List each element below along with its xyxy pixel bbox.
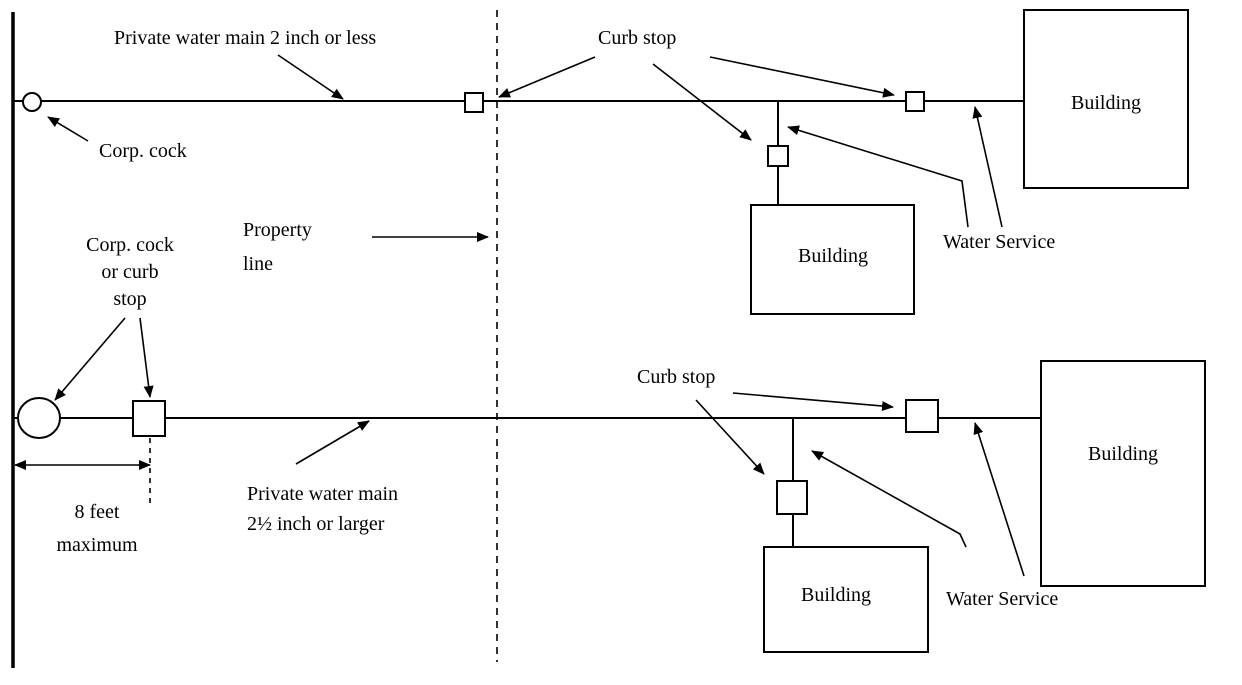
- label-curb-stop-top: Curb stop: [598, 27, 676, 49]
- label-private-main-small: Private water main 2 inch or less: [114, 27, 376, 49]
- arrow-water-service-branch-bottom: [811, 450, 967, 548]
- arrow-water-service-branch-top: [787, 125, 969, 228]
- label-corp-cock-top: Corp. cock: [99, 140, 187, 162]
- arrow-private-main-large: [295, 420, 370, 465]
- arrow-water-service-right-top: [972, 106, 1003, 228]
- label-water-service-bottom: Water Service: [946, 588, 1058, 610]
- arrow-corp-cock-large: [54, 317, 126, 401]
- label-building-top-right: Building: [1071, 92, 1141, 114]
- curb-stop-right-bottom: [905, 399, 939, 433]
- arrow-private-main-small: [277, 54, 344, 100]
- label-property-line-2: line: [243, 253, 273, 275]
- label-corp-cock-or-curb-2: or curb: [101, 261, 158, 283]
- corp-cock-large: [17, 397, 61, 439]
- arrow-curb-stop-branch-top: [652, 63, 752, 141]
- arrow-curb-stop-main-large: [139, 317, 154, 398]
- label-private-main-large-1: Private water main: [247, 483, 398, 505]
- corp-cock-small: [22, 92, 42, 112]
- building-top-right: [1023, 9, 1189, 189]
- label-water-service-top: Water Service: [943, 231, 1055, 253]
- label-eight-feet-2: maximum: [56, 534, 138, 556]
- arrow-curb-stop-branch-bottom: [695, 399, 765, 475]
- curb-stop-right-top: [905, 91, 925, 112]
- building-bottom-right: [1040, 360, 1206, 587]
- label-property-line-1: Property: [243, 219, 312, 241]
- curb-stop-branch-top: [767, 145, 789, 167]
- label-corp-cock-or-curb-3: stop: [113, 288, 146, 310]
- label-eight-feet-1: 8 feet: [75, 501, 120, 523]
- label-building-bottom-right: Building: [1088, 443, 1158, 465]
- arrow-corp-cock-top: [47, 116, 89, 142]
- curb-stop-main-small: [464, 92, 484, 113]
- building-top-mid: [750, 204, 915, 315]
- arrow-water-service-right-bottom: [973, 422, 1025, 577]
- label-private-main-large-2: 2½ inch or larger: [247, 513, 385, 535]
- arrow-curb-stop-right-top: [709, 56, 895, 98]
- arrow-curb-stop-right-bottom: [732, 392, 894, 412]
- label-corp-cock-or-curb-1: Corp. cock: [86, 234, 174, 256]
- label-curb-stop-bottom: Curb stop: [637, 366, 715, 388]
- label-building-top-mid: Building: [798, 245, 868, 267]
- building-bottom-mid: [763, 546, 929, 653]
- curb-stop-branch-bottom: [776, 480, 808, 515]
- arrow-curb-stop-main-small: [498, 56, 596, 98]
- label-building-bottom-mid: Building: [801, 584, 871, 606]
- curb-stop-main-large: [132, 400, 166, 437]
